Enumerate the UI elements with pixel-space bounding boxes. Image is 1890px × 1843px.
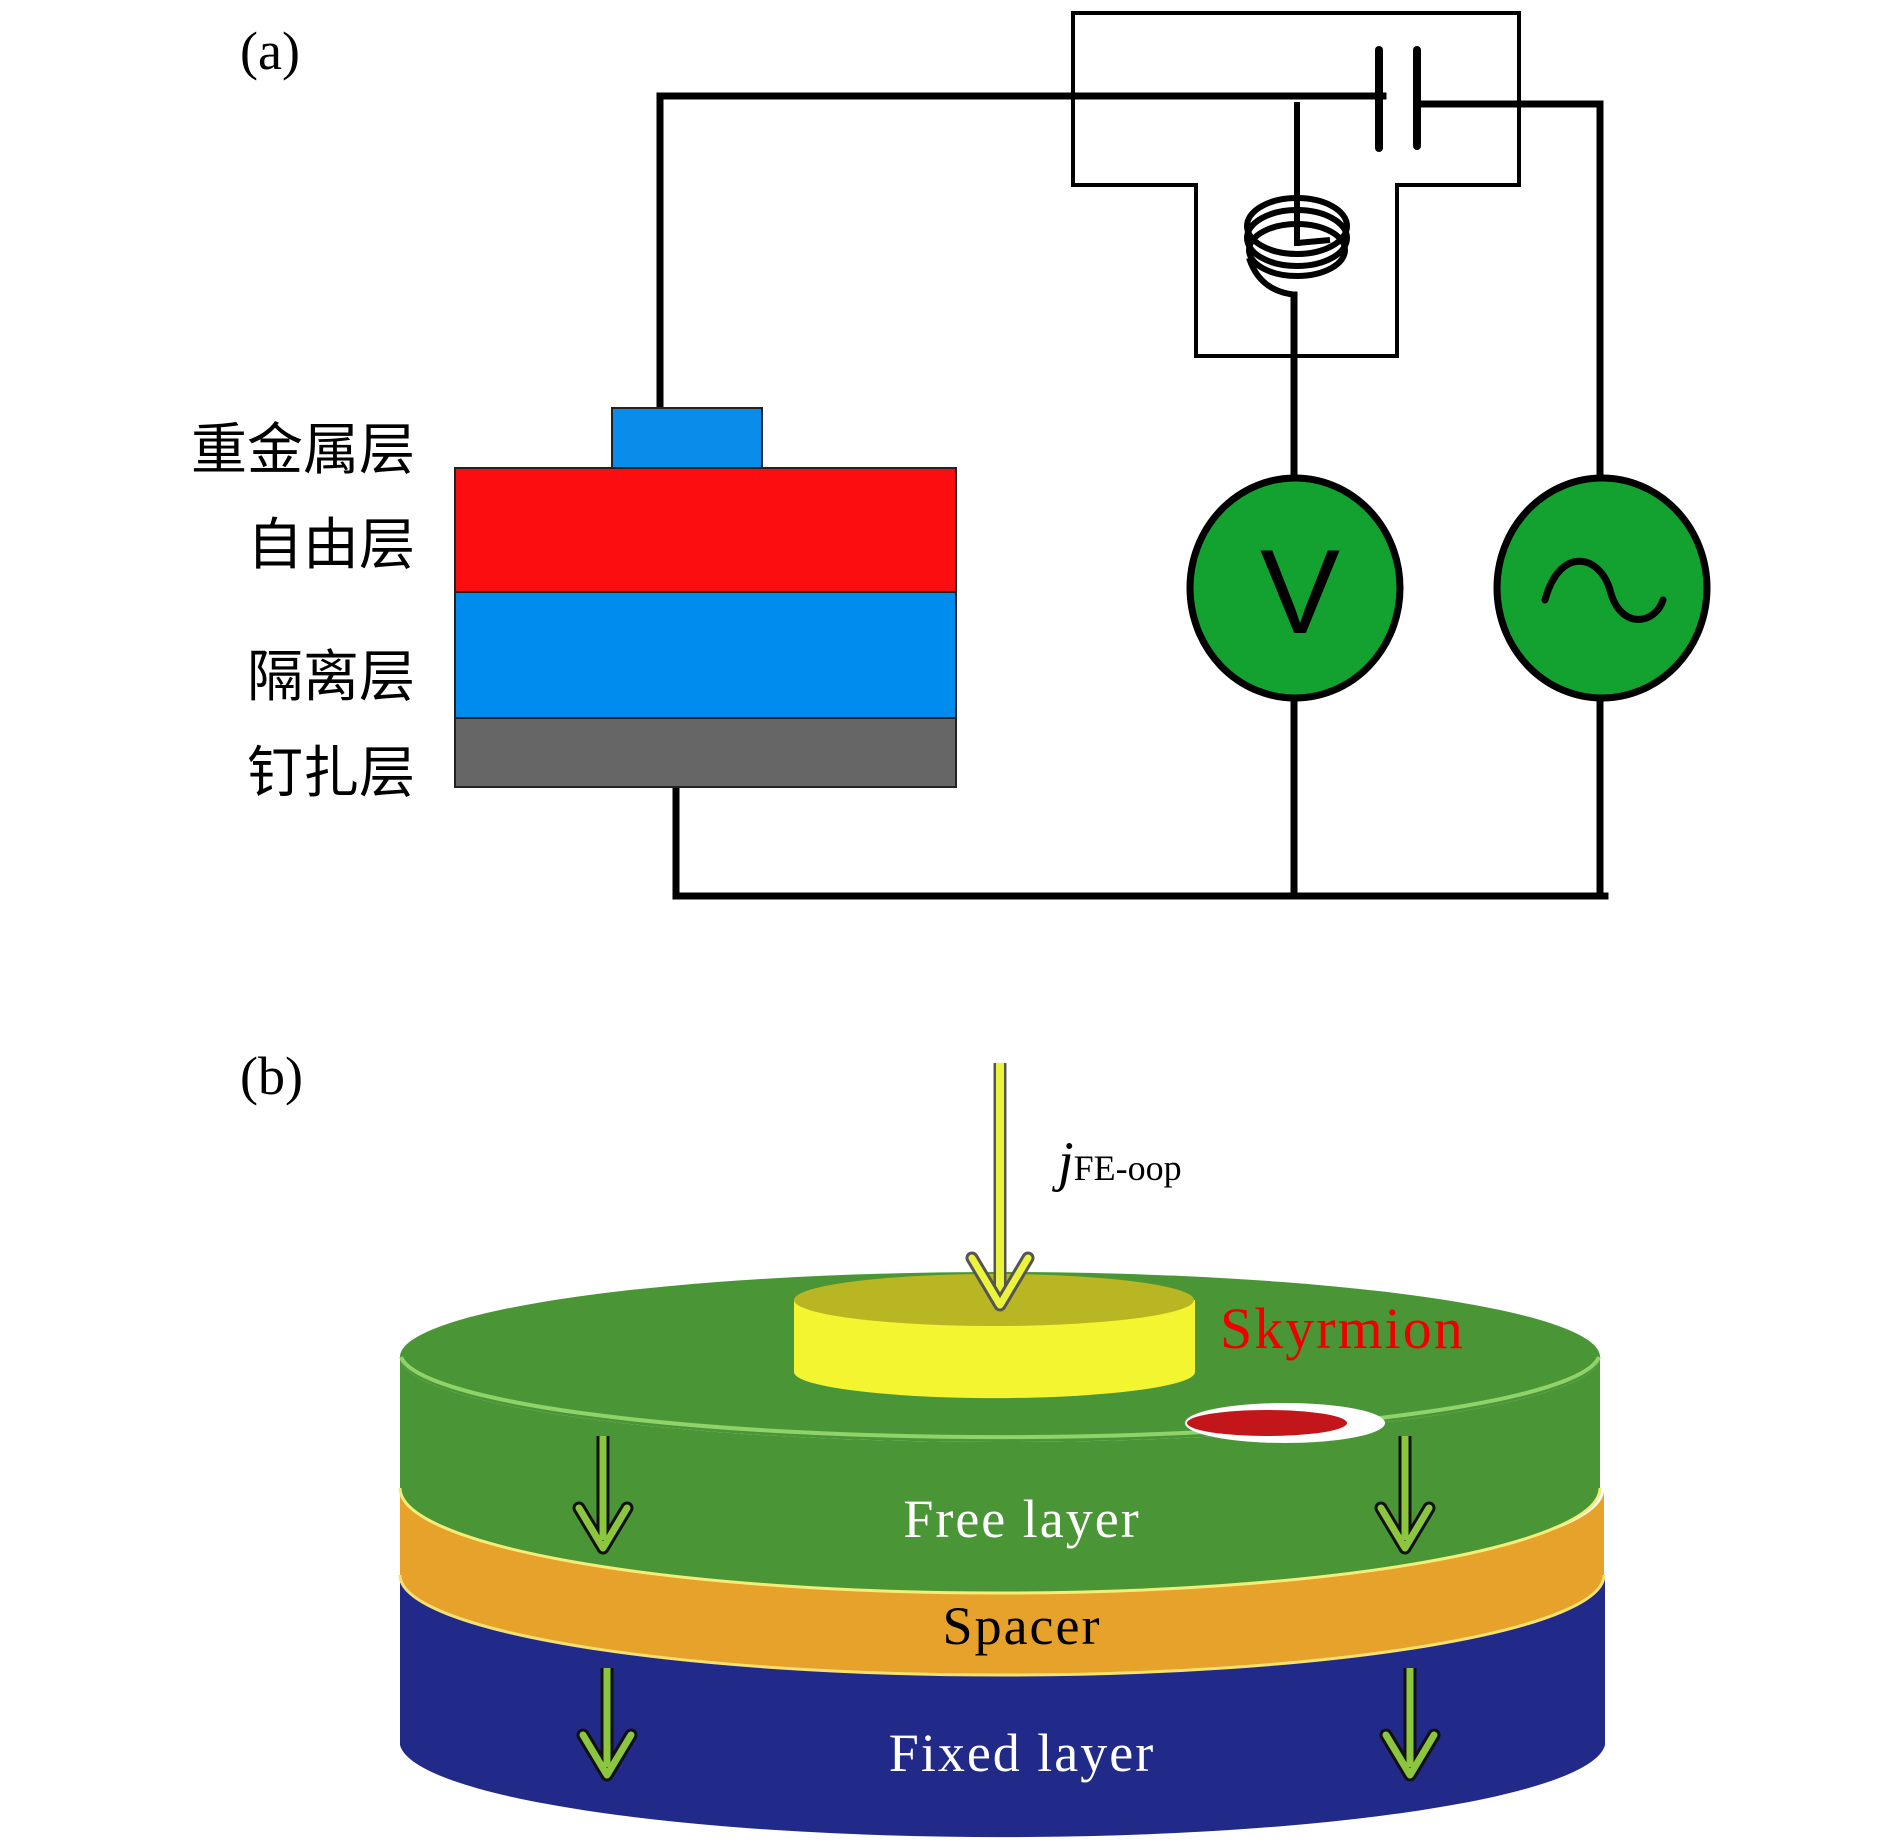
voltmeter-icon: V [1186,474,1404,702]
inductor-coil-icon [1244,195,1350,298]
ac-source-icon [1493,474,1711,702]
fixed-layer-label: Fixed layer [888,1723,1156,1783]
fixed-layer-arrow-right-icon [1379,1668,1441,1782]
free-layer-arrow-right-icon [1374,1436,1436,1555]
current-label: jFE-oop [1058,1130,1182,1194]
fixed-layer-arrow-left-icon [576,1668,638,1782]
sine-wave-icon [1541,557,1667,623]
panel-b-label: (b) [240,1046,303,1106]
free-layer-arrow-left-icon [572,1436,634,1555]
pinned-layer-block [454,717,957,788]
layer-label-spacer: 隔离层 [247,645,415,710]
spacer-disk [398,1490,1606,1677]
spacer-layer-block [454,591,957,719]
layer-label-free: 自由层 [247,513,415,578]
wire-top [656,92,1387,412]
skyrmion-icon [1185,1403,1385,1443]
circuit-wires [656,11,1609,900]
free-layer-label: Free layer [903,1489,1141,1549]
layer-label-pinned: 钉扎层 [247,741,415,806]
current-symbol: j [1058,1131,1074,1193]
free-layer-block [454,467,957,593]
enclosure-box [1071,11,1521,358]
current-arrow-icon [965,1063,1035,1312]
spacer-label: Spacer [942,1596,1102,1656]
skyrmion-label: Skyrmion [1220,1296,1465,1361]
layer-label-heavy-metal: 重金属层 [191,418,415,483]
voltmeter-symbol: V [1260,525,1340,659]
heavy-metal-layer [611,407,763,469]
capacitor-icon [1375,46,1421,152]
panel-a-label: (a) [240,21,300,81]
wire-right [1416,100,1604,482]
wire-bottom [672,783,1609,900]
layer-stack [454,407,957,788]
current-subscript: FE-oop [1073,1148,1182,1188]
fixed-layer-disk [400,1578,1605,1838]
